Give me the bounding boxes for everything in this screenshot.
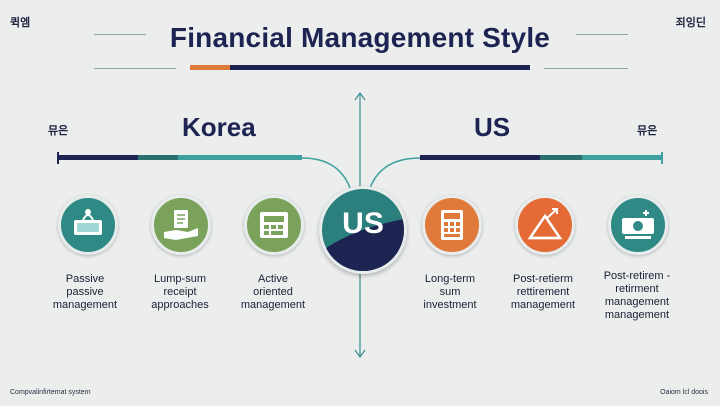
center-circle [319, 186, 407, 274]
page-title: Financial Management Style [169, 22, 551, 53]
title-underline [230, 65, 530, 70]
us-title: US [474, 112, 511, 142]
footer-right: Oaiom lcl doois [660, 389, 708, 396]
hand-receipt-icon [151, 195, 211, 255]
center-label: US [342, 207, 384, 240]
korea-bar-seg-2 [138, 155, 178, 160]
korea-side-label: 뮤은 [48, 125, 69, 137]
korea-item-label-1: Passive passive management [52, 273, 118, 311]
us-bar-seg-3 [582, 155, 662, 160]
us-side-label: 뮤은 [637, 125, 658, 137]
title-rule-left-bottom [94, 68, 176, 69]
us-item-label-2: Post-retierm rettirement management [510, 273, 576, 311]
footer-left: Compvalinfirtemat system [10, 389, 91, 396]
corner-label-left: 퀵엠 [10, 17, 31, 29]
us-bar-seg-2 [540, 155, 582, 160]
us-item-label-3: Post-retirem - retirment management mana… [603, 270, 671, 321]
calculator-icon [422, 195, 482, 255]
money-stack-icon [608, 195, 668, 255]
money-bag-icon [58, 195, 118, 255]
cash-register-icon [244, 195, 304, 255]
title-underline-accent [190, 65, 230, 70]
korea-bar-seg-3 [178, 155, 302, 160]
korea-bar-seg-1 [58, 155, 138, 160]
title-rule-left-top [94, 34, 146, 35]
corner-label-right: 죄잉딘 [675, 17, 706, 29]
title-rule-right-top [576, 34, 628, 35]
korea-title: Korea [182, 112, 256, 142]
us-bar-tick [661, 152, 663, 164]
korea-item-label-3: Active oriented management [240, 273, 306, 311]
title-rule-right-bottom [544, 68, 628, 69]
us-item-label-1: Long-term sum investment [423, 273, 477, 311]
korea-item-label-2: Lump-sum receipt approaches [151, 273, 209, 311]
growth-chart-icon [515, 195, 575, 255]
us-bar-seg-1 [420, 155, 540, 160]
